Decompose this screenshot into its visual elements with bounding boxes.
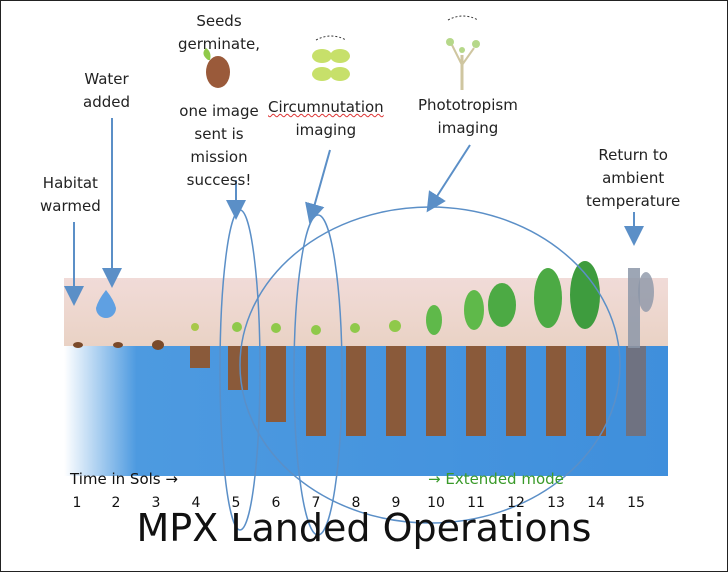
sol-13: 13 — [547, 495, 565, 511]
sol-12: 12 — [507, 495, 525, 511]
root-columns — [190, 346, 646, 436]
seeds — [73, 340, 164, 350]
annotation-arrows — [64, 118, 644, 306]
atmosphere-band — [64, 278, 668, 348]
cotyledon-leaves-icon — [312, 35, 350, 81]
seedling-icon — [446, 15, 480, 90]
water-drop-icon — [96, 290, 116, 318]
sol-7: 7 — [311, 495, 321, 511]
sol-10: 10 — [427, 495, 445, 511]
sol-5: 5 — [231, 495, 241, 511]
plants — [191, 261, 654, 348]
extended-mode-label: → Extended mode — [428, 470, 564, 488]
sol-14: 14 — [587, 495, 605, 511]
diagram-title: MPX Landed Operations — [136, 506, 592, 550]
time-in-sols-label: Time in Sols → — [70, 470, 178, 488]
sol-9: 9 — [391, 495, 401, 511]
return-to-ambient-label: Return to ambient temperature — [586, 146, 681, 210]
sol-11: 11 — [467, 495, 485, 511]
sol-2: 2 — [111, 495, 121, 511]
circumnutation-label: Circumnutation imaging — [268, 98, 384, 139]
sol-15: 15 — [627, 495, 645, 511]
phototropism-label: Phototropism imaging — [418, 96, 518, 137]
germinating-seed-icon — [203, 48, 230, 88]
sol-8: 8 — [351, 495, 361, 511]
sol-1: 1 — [72, 495, 82, 511]
sol-3: 3 — [151, 495, 161, 511]
sol-4: 4 — [191, 495, 201, 511]
sol-6: 6 — [271, 495, 281, 511]
seeds-germinate-label: Seeds germinate, one image sent is missi… — [177, 12, 260, 189]
